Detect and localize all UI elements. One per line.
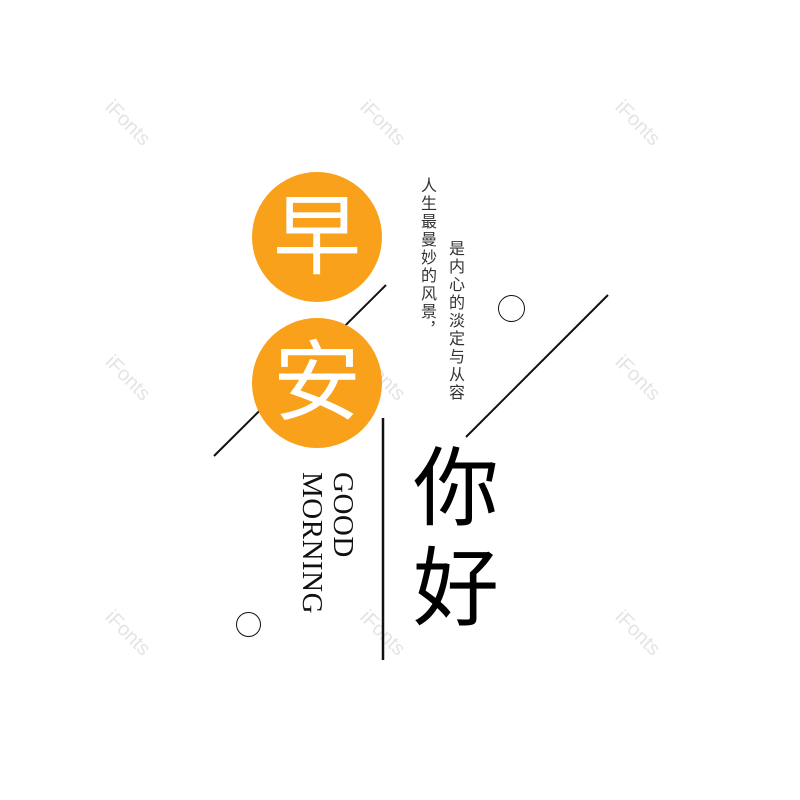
diagonal-line-right xyxy=(465,294,609,438)
main-text-ni: 你 xyxy=(413,439,499,539)
title-circle-an: 安 xyxy=(252,318,382,448)
english-good: GOOD xyxy=(327,472,359,558)
main-text-hao: 好 xyxy=(413,539,499,639)
small-ring-icon xyxy=(236,612,261,637)
tagline-line-1: 人生最曼妙的风景， xyxy=(418,177,437,339)
title-circle-zao: 早 xyxy=(252,172,382,302)
small-ring-icon xyxy=(498,295,525,322)
tagline-line-2: 是内心的淡定与从容 xyxy=(446,240,465,402)
english-morning: MORNING xyxy=(296,472,328,615)
